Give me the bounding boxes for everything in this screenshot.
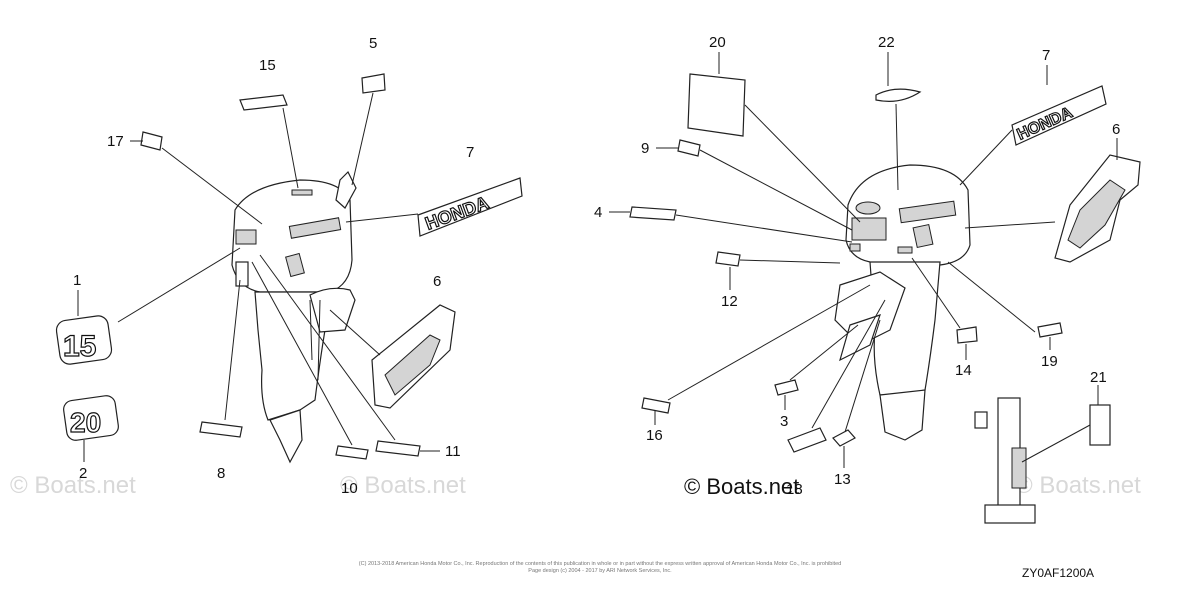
honda-emblem-right: HONDA [1011, 85, 1107, 146]
copyright-line-1: (C) 2013-2018 American Honda Motor Co., … [359, 561, 841, 567]
label-16 [641, 397, 671, 414]
svg-text:20: 20 [70, 407, 101, 438]
emblem-20: 20 [63, 395, 119, 441]
callout-1: 1 [73, 272, 81, 289]
label-12 [715, 251, 741, 267]
right-callouts: 20 22 7 6 9 4 12 14 19 16 3 18 13 21 [594, 34, 1120, 498]
label-9 [677, 139, 701, 157]
watermark-right: © Boats.net [1015, 472, 1141, 499]
callout-18: 18 [786, 481, 803, 498]
label-4 [629, 206, 677, 221]
watermarks: © Boats.net © Boats.net © Boats.net [10, 472, 1141, 499]
callout-3: 3 [780, 413, 788, 430]
label-10 [335, 445, 369, 460]
emblem-15: 15 [55, 315, 113, 365]
right-parts: HONDA [629, 73, 1141, 524]
callout-22: 22 [878, 34, 895, 51]
decal-22 [875, 88, 922, 102]
label-13 [832, 429, 856, 447]
honda-emblem-left: HONDA [417, 177, 523, 237]
label-20 [687, 73, 746, 137]
callout-14: 14 [955, 362, 972, 379]
left-callouts: 15 5 17 7 6 1 2 8 10 11 [73, 35, 474, 497]
callout-5: 5 [369, 35, 377, 52]
label-15 [239, 94, 288, 111]
watermark-left: © Boats.net [10, 472, 136, 499]
callout-16: 16 [646, 427, 663, 444]
label-14 [956, 326, 978, 344]
callout-10: 10 [341, 480, 358, 497]
svg-text:HONDA: HONDA [423, 192, 492, 233]
label-5 [361, 73, 386, 94]
callout-15: 15 [259, 57, 276, 74]
right-leader-lines [609, 52, 1118, 468]
callout-19: 19 [1041, 353, 1058, 370]
label-8 [199, 421, 243, 438]
label-21 [1089, 404, 1111, 446]
right-outboard-motor [834, 164, 971, 441]
left-outboard-motor [231, 170, 357, 464]
callout-17: 17 [107, 133, 124, 150]
callout-11: 11 [445, 443, 461, 460]
label-17 [140, 131, 163, 151]
label-18 [787, 427, 827, 453]
watermark-main: © Boats.net [684, 474, 799, 499]
label-3 [774, 379, 799, 396]
watermark-mid: © Boats.net [340, 472, 466, 499]
callout-6-right: 6 [1112, 121, 1120, 138]
callout-20: 20 [709, 34, 726, 51]
callout-2: 2 [79, 465, 87, 482]
callout-7-left: 7 [466, 144, 474, 161]
label-19 [1037, 322, 1063, 338]
copyright-line-2: Page design (c) 2004 - 2017 by ARI Netwo… [528, 568, 672, 574]
drawing-code: ZY0AF1200A [1022, 566, 1094, 580]
tiller-handle [974, 397, 1036, 524]
callout-9: 9 [641, 140, 649, 157]
label-11 [375, 440, 421, 457]
callout-21: 21 [1090, 369, 1107, 386]
callout-4: 4 [594, 204, 602, 221]
callout-7-right: 7 [1042, 47, 1050, 64]
callout-12: 12 [721, 293, 738, 310]
callout-13: 13 [834, 471, 851, 488]
left-leader-lines [77, 92, 440, 462]
callout-8: 8 [217, 465, 225, 482]
svg-text:15: 15 [63, 330, 96, 363]
callout-6-left: 6 [433, 273, 441, 290]
